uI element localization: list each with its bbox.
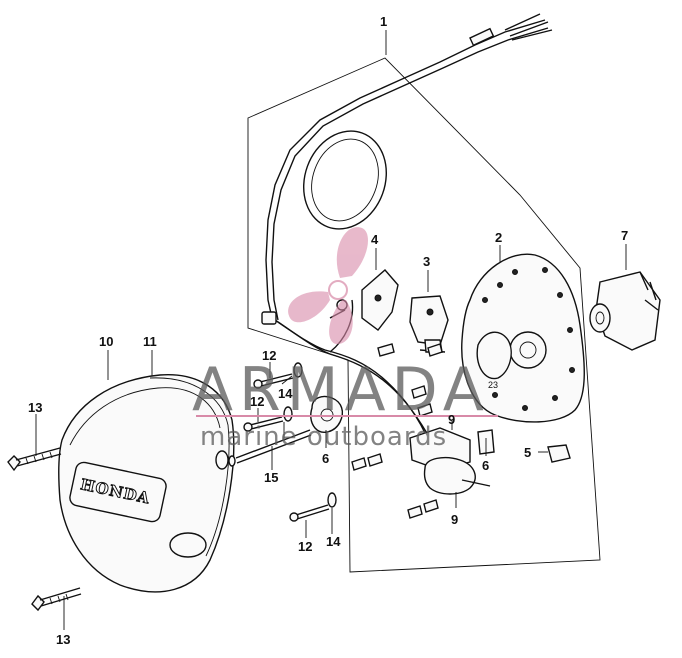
part-13-screw-upper	[7, 447, 62, 472]
part-12-screw-c	[289, 504, 330, 522]
callout-2: 2	[495, 230, 502, 245]
part-12-screw-b	[243, 416, 284, 432]
part-13-screw-lower	[31, 587, 82, 612]
assembly-boundary-outline	[247, 57, 601, 573]
callout-6-grommet: 6	[482, 458, 489, 473]
callout-10: 10	[99, 334, 113, 349]
part-9-condenser-lower	[423, 456, 491, 495]
part-14-washer-a	[293, 362, 303, 378]
callout-13-upper: 13	[28, 400, 42, 415]
callout-7: 7	[621, 228, 628, 243]
callout-6-advancer: 6	[322, 451, 329, 466]
callout-5: 5	[524, 445, 531, 460]
callout-14-b: 14	[326, 534, 341, 549]
part-14-washer-c	[327, 492, 337, 508]
callout-11: 11	[143, 334, 157, 349]
part-14-washer-b	[283, 406, 293, 422]
part-7-rotor	[589, 271, 661, 351]
watermark-name: ARMADA	[192, 355, 490, 425]
part-15-bolt	[228, 429, 312, 467]
plate-marking: 23	[488, 380, 498, 390]
part-2-base-plate: 23	[461, 253, 585, 423]
watermark-emblem-icon	[288, 227, 368, 345]
leader-lines	[35, 30, 627, 630]
part-10-11-point-cover: HONDA	[57, 374, 235, 593]
callout-12-a: 12	[262, 348, 276, 363]
callout-12-b: 12	[250, 394, 264, 409]
callout-9-upper: 9	[448, 412, 455, 427]
watermark-tagline: marine outboards	[200, 422, 447, 452]
callout-1: 1	[380, 14, 387, 29]
callout-15: 15	[264, 470, 278, 485]
callout-12-c: 12	[298, 539, 312, 554]
callout-3: 3	[423, 254, 430, 269]
part-6-advancer	[310, 395, 344, 433]
callout-4: 4	[371, 232, 379, 247]
callout-13-lower: 13	[56, 632, 70, 647]
part-1-wire-harness	[261, 13, 553, 443]
callout-9-lower: 9	[451, 512, 458, 527]
part-3-contact-breaker	[409, 295, 449, 353]
callout-14-a: 14	[278, 386, 293, 401]
small-fasteners	[351, 343, 443, 519]
part-5-cap	[547, 444, 571, 463]
